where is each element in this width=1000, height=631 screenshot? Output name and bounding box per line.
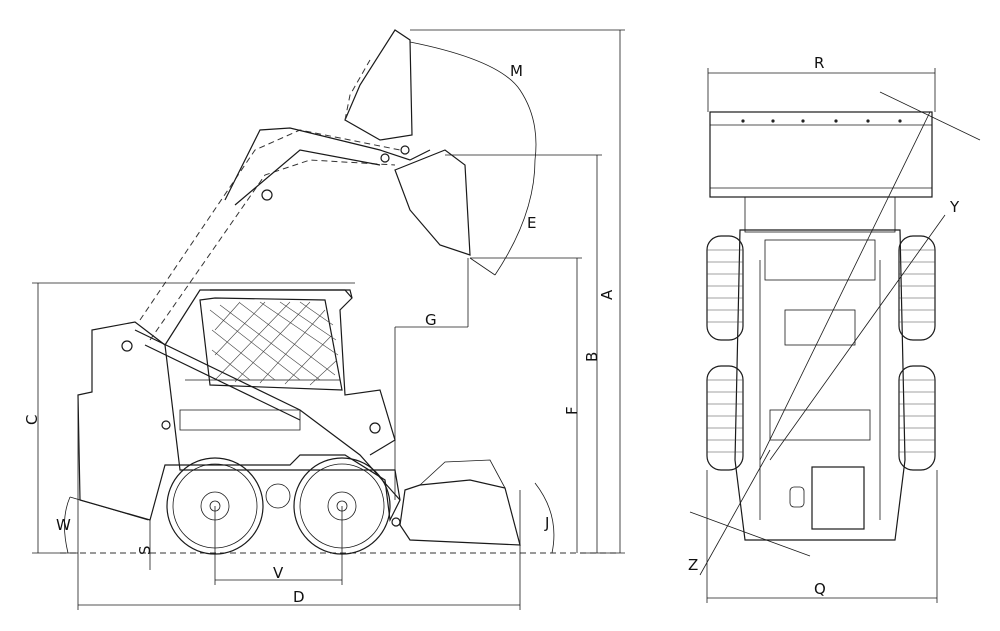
top-tires (706, 235, 936, 471)
label-R: R (814, 54, 824, 72)
label-M: M (510, 62, 523, 80)
operator-cab (199, 289, 353, 391)
label-B: B (583, 352, 601, 362)
machine-body (77, 289, 401, 527)
label-E: E (527, 214, 536, 232)
lowered-arm-and-bucket (134, 329, 521, 546)
label-F: F (563, 406, 581, 415)
label-W: W (56, 516, 71, 534)
side-dimension-lines (32, 29, 625, 610)
label-D: D (293, 588, 305, 606)
label-G: G (425, 311, 437, 329)
label-C: C (23, 415, 41, 425)
side-view: A B F C G D V M E J W S (23, 29, 625, 610)
top-dimension-lines (706, 68, 938, 603)
center-hub (265, 483, 291, 509)
top-view: R Q Y Z (688, 54, 981, 603)
label-Z: Z (688, 556, 698, 574)
top-frame (734, 229, 906, 541)
label-J: J (544, 514, 549, 532)
raised-arm-and-bucket (139, 29, 471, 341)
top-bucket (709, 111, 933, 233)
label-S: S (136, 545, 154, 555)
top-radius-lines (689, 91, 981, 576)
label-V: V (273, 564, 284, 582)
label-Y: Y (949, 198, 960, 216)
label-A: A (598, 289, 616, 300)
label-Q: Q (814, 580, 826, 598)
